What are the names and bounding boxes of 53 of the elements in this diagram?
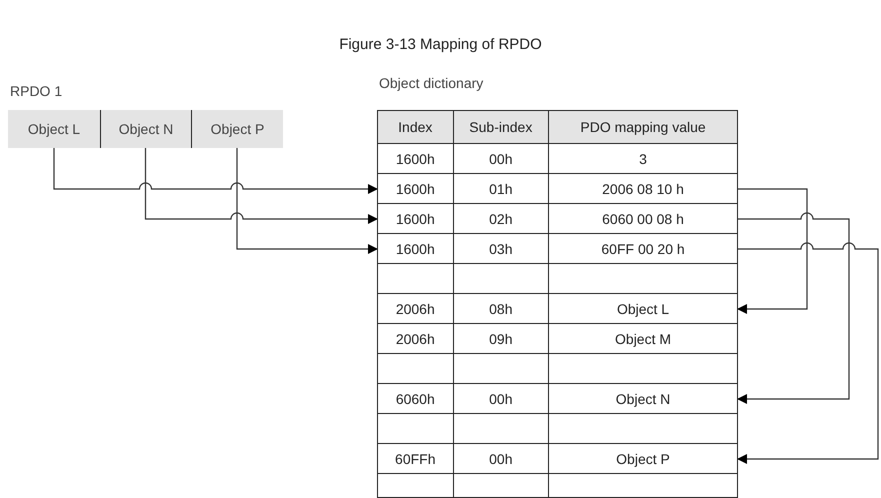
mapping-value: Object N [614, 390, 672, 409]
table-row [377, 414, 738, 444]
arrow [737, 188, 808, 314]
mapping-value: 60FF 00 20 h [600, 240, 686, 258]
table-row [377, 144, 738, 174]
sub-index-value: 00h [454, 444, 550, 473]
index-value: 1600h [378, 144, 454, 173]
table-header-row [377, 110, 738, 144]
index-value: 1600h [378, 174, 454, 203]
table-row [377, 234, 738, 264]
table-row [377, 204, 738, 234]
index-value: 6060h [378, 384, 454, 413]
arrow [737, 212, 850, 404]
index-value: 2006h [378, 324, 454, 353]
heading: RPDO 1 [10, 83, 62, 99]
arrow [236, 148, 378, 254]
table-row [377, 174, 738, 204]
table-row [377, 324, 738, 354]
table-row [377, 354, 738, 384]
table-row [377, 384, 738, 414]
sub-index-value: 01h [454, 174, 550, 203]
mapping-value: Object M [614, 330, 672, 349]
column-header: Index [378, 111, 454, 143]
sub-index-value: 02h [454, 204, 550, 233]
object-entry: Object P [191, 110, 283, 148]
arrow [144, 148, 378, 224]
index-value: 60FFh [378, 444, 454, 473]
mapping-value: 3 [638, 150, 648, 168]
sub-index-value: 00h [454, 384, 550, 413]
object-entry: Object N [100, 110, 191, 148]
sub-index-value: 03h [454, 234, 550, 263]
table-row [377, 294, 738, 324]
table-row [377, 474, 738, 498]
heading: Object dictionary [379, 75, 484, 91]
column-header: PDO mapping value [579, 118, 707, 137]
figure-title: Figure 3-13 Mapping of RPDO [338, 36, 543, 53]
mapping-value: Object L [616, 300, 670, 319]
sub-index-value: 08h [454, 294, 550, 323]
table-row [377, 444, 738, 474]
index-value: 1600h [378, 204, 454, 233]
sub-index-value: 09h [454, 324, 550, 353]
column-header: Sub-index [454, 111, 550, 143]
table-row [377, 264, 738, 294]
object-entry: Object L [8, 110, 100, 148]
sub-index-value: 00h [454, 144, 550, 173]
mapping-value: Object P [615, 450, 671, 469]
index-value: 1600h [378, 234, 454, 263]
object-dictionary-table [377, 75, 738, 498]
mapping-value: 6060 00 08 h [601, 210, 685, 228]
arrow [737, 242, 879, 464]
index-value: 2006h [378, 294, 454, 323]
mapping-value: 2006 08 10 h [601, 180, 685, 198]
arrow [53, 148, 378, 194]
